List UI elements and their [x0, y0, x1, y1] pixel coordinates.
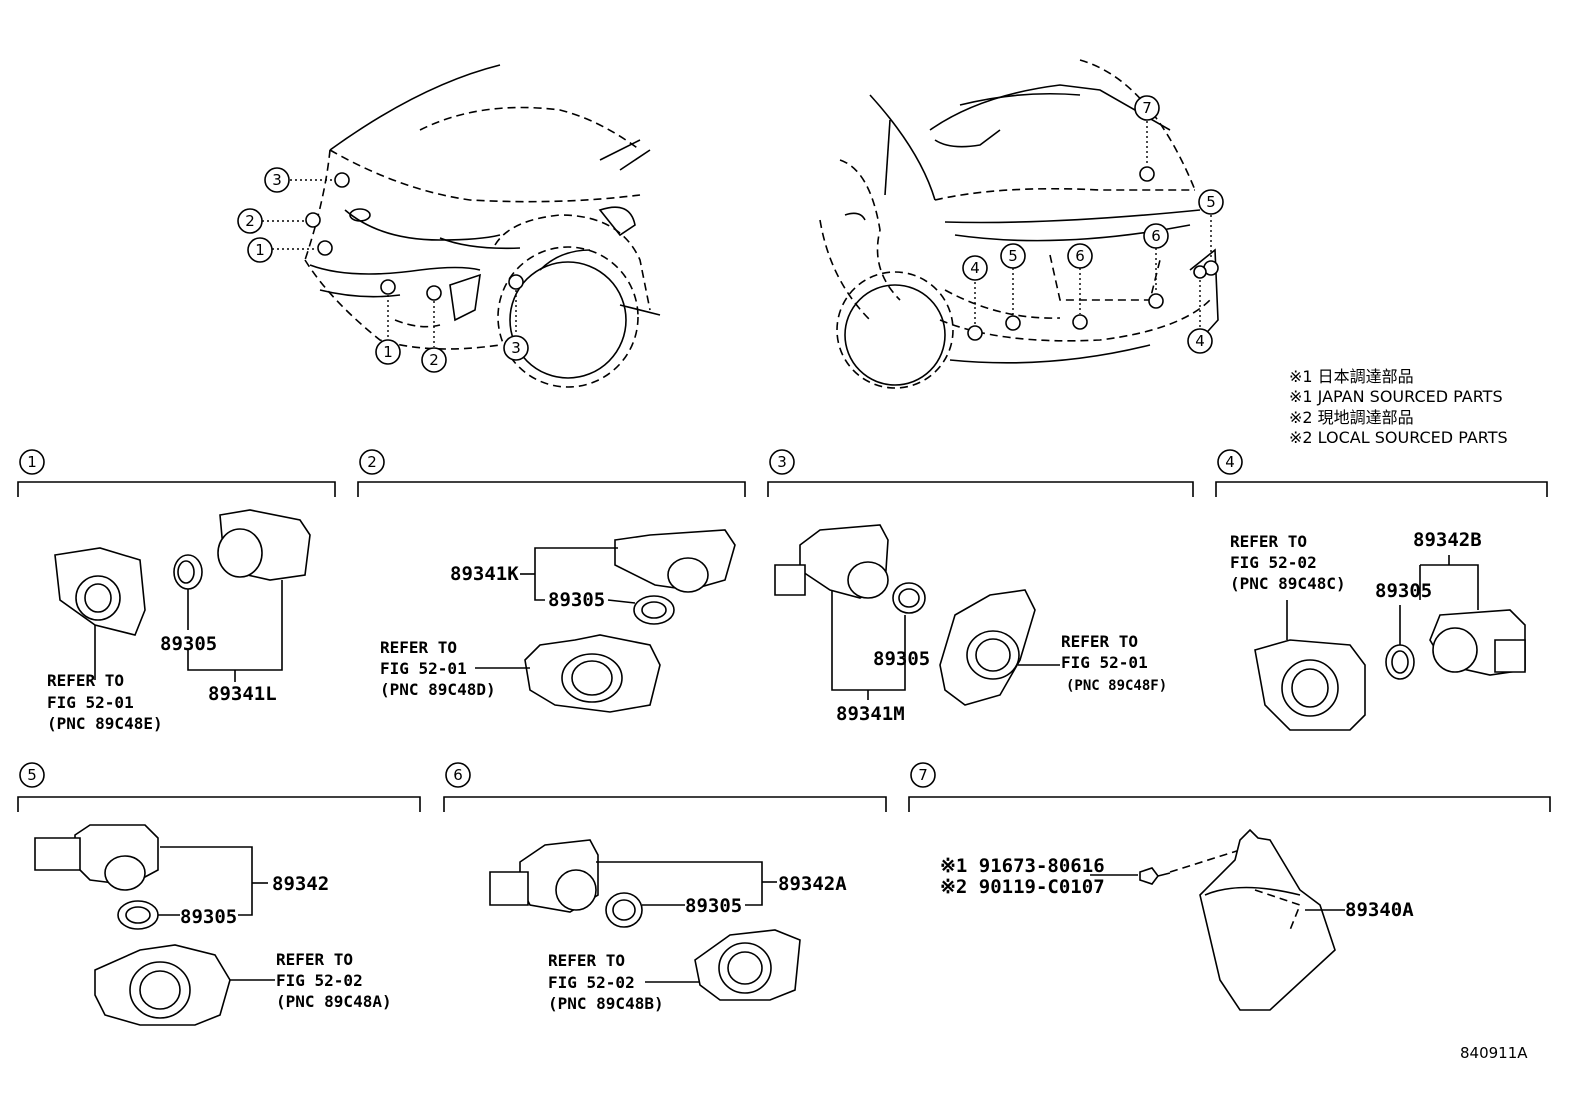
sensor-body-3: [774, 524, 889, 599]
note-2-jp: ※2 現地調達部品: [1289, 408, 1414, 427]
refer-line-6-3: (PNC 89C48B): [548, 994, 664, 1013]
section-brackets: [17, 481, 1551, 812]
callout-rear-7: 7: [1142, 99, 1152, 117]
rear-vehicle-illustration: [819, 59, 1219, 389]
sensor-body-6: [489, 839, 599, 913]
sensor-part-number-6: 89342A: [778, 873, 847, 895]
section-4: REFER TO FIG 52-02 (PNC 89C48C) 89342B 8…: [1230, 529, 1526, 731]
screw-part-number-2: ※2 90119-C0107: [940, 876, 1105, 898]
refer-line-3-3: (PNC 89C48F): [1066, 678, 1167, 694]
sensor-control-ecu: [1199, 828, 1336, 1011]
note-1-jp: ※1 日本調達部品: [1289, 367, 1414, 386]
section-2-number: 2: [367, 453, 377, 471]
sensor-retainer-5: [94, 944, 231, 1026]
note-1-en: ※1 JAPAN SOURCED PARTS: [1289, 387, 1503, 406]
refer-line-2-1: REFER TO: [380, 638, 457, 657]
section-6: 89342A 89305 REFER TO FIG 52-02 (PNC 89C…: [489, 839, 847, 1013]
seal-ring-6: [605, 892, 643, 928]
callout-front-2a: 2: [245, 212, 255, 230]
refer-line-2-3: (PNC 89C48D): [380, 680, 496, 699]
seal-ring-4: [1385, 644, 1415, 680]
section-4-number: 4: [1225, 453, 1235, 471]
section-3: 89305 89341M REFER TO FIG 52-01 (PNC 89C…: [774, 524, 1167, 725]
rear-sensor-markers: [967, 121, 1219, 341]
callout-rear-6b: 6: [1151, 227, 1161, 245]
rear-callouts: 7 5 4 5 6 6 4: [962, 95, 1224, 354]
callout-rear-6a: 6: [1075, 247, 1085, 265]
sensor-retainer-3: [939, 589, 1036, 706]
seal-part-number-5: 89305: [180, 906, 237, 928]
callout-front-1a: 1: [255, 241, 265, 259]
callout-rear-5b: 5: [1008, 247, 1018, 265]
front-sensor-markers: [262, 172, 524, 347]
section-7-number: 7: [918, 766, 928, 784]
refer-line-5-2: FIG 52-02: [276, 971, 363, 990]
callout-rear-4a: 4: [970, 259, 980, 277]
refer-line-1-2: FIG 52-01: [47, 693, 134, 712]
front-vehicle-illustration: [304, 64, 661, 388]
section-2: 89341K 89305 REFER TO FIG 52-01 (PNC 89C…: [380, 529, 736, 713]
seal-part-number-3: 89305: [873, 648, 930, 670]
refer-line-6-1: REFER TO: [548, 951, 625, 970]
note-2-en: ※2 LOCAL SOURCED PARTS: [1289, 428, 1508, 447]
seal-ring-5: [117, 900, 159, 930]
refer-line-6-2: FIG 52-02: [548, 973, 635, 992]
sensor-retainer-2: [524, 634, 661, 713]
sourcing-notes: ※1 日本調達部品 ※1 JAPAN SOURCED PARTS ※2 現地調達…: [1289, 367, 1508, 447]
front-callouts: 3 2 1 1 2 3: [237, 167, 529, 373]
seal-part-number-6: 89305: [685, 895, 742, 917]
refer-line-4-2: FIG 52-02: [1230, 553, 1317, 572]
refer-line-1-1: REFER TO: [47, 671, 124, 690]
section-1-number: 1: [27, 453, 37, 471]
sensor-body-1: [217, 509, 311, 581]
callout-rear-4b: 4: [1195, 332, 1205, 350]
section-numbers: 1 2 3 4 5 6 7: [19, 449, 1243, 788]
section-5-number: 5: [27, 766, 37, 784]
seal-part-number-2: 89305: [548, 589, 605, 611]
seal-ring-2: [633, 595, 675, 625]
figure-id: 840911A: [1460, 1044, 1528, 1062]
mounting-screw: [1139, 867, 1171, 885]
refer-line-5-1: REFER TO: [276, 950, 353, 969]
section-1: 89305 89341L REFER TO FIG 52-01 (PNC 89C…: [47, 509, 311, 733]
seal-part-number-1: 89305: [160, 633, 217, 655]
refer-line-5-3: (PNC 89C48A): [276, 992, 392, 1011]
sensor-part-number-5: 89342: [272, 873, 329, 895]
section-3-number: 3: [777, 453, 787, 471]
screw-part-number-1: ※1 91673-80616: [940, 855, 1105, 877]
refer-line-3-2: FIG 52-01: [1061, 653, 1148, 672]
sensor-body-5: [34, 824, 159, 891]
refer-line-4-3: (PNC 89C48C): [1230, 574, 1346, 593]
sensor-part-number-1: 89341L: [208, 683, 277, 705]
sensor-body-2: [614, 529, 736, 593]
callout-front-3a: 3: [272, 171, 282, 189]
callout-rear-5a: 5: [1206, 193, 1216, 211]
seal-part-number-4: 89305: [1375, 580, 1432, 602]
section-5: 89342 89305 REFER TO FIG 52-02 (PNC 89C4…: [34, 824, 392, 1026]
sensor-retainer-4: [1254, 639, 1366, 731]
sensor-part-number-4: 89342B: [1413, 529, 1482, 551]
refer-line-1-3: (PNC 89C48E): [47, 714, 163, 733]
section-7: ※1 91673-80616 ※2 90119-C0107 89340A: [940, 828, 1414, 1011]
seal-ring-1: [173, 554, 203, 590]
callout-front-1b: 1: [383, 343, 393, 361]
ecu-part-number: 89340A: [1345, 899, 1414, 921]
callout-front-3b: 3: [511, 339, 521, 357]
section-6-number: 6: [453, 766, 463, 784]
refer-line-2-2: FIG 52-01: [380, 659, 467, 678]
sensor-retainer-1: [54, 547, 146, 636]
sensor-retainer-6: [694, 929, 801, 1001]
seal-ring-3: [892, 582, 926, 614]
refer-line-4-1: REFER TO: [1230, 532, 1307, 551]
sensor-part-number-3: 89341M: [836, 703, 905, 725]
refer-line-3-1: REFER TO: [1061, 632, 1138, 651]
sensor-body-4: [1429, 609, 1526, 676]
sensor-part-number-2: 89341K: [450, 563, 519, 585]
callout-front-2b: 2: [429, 351, 439, 369]
